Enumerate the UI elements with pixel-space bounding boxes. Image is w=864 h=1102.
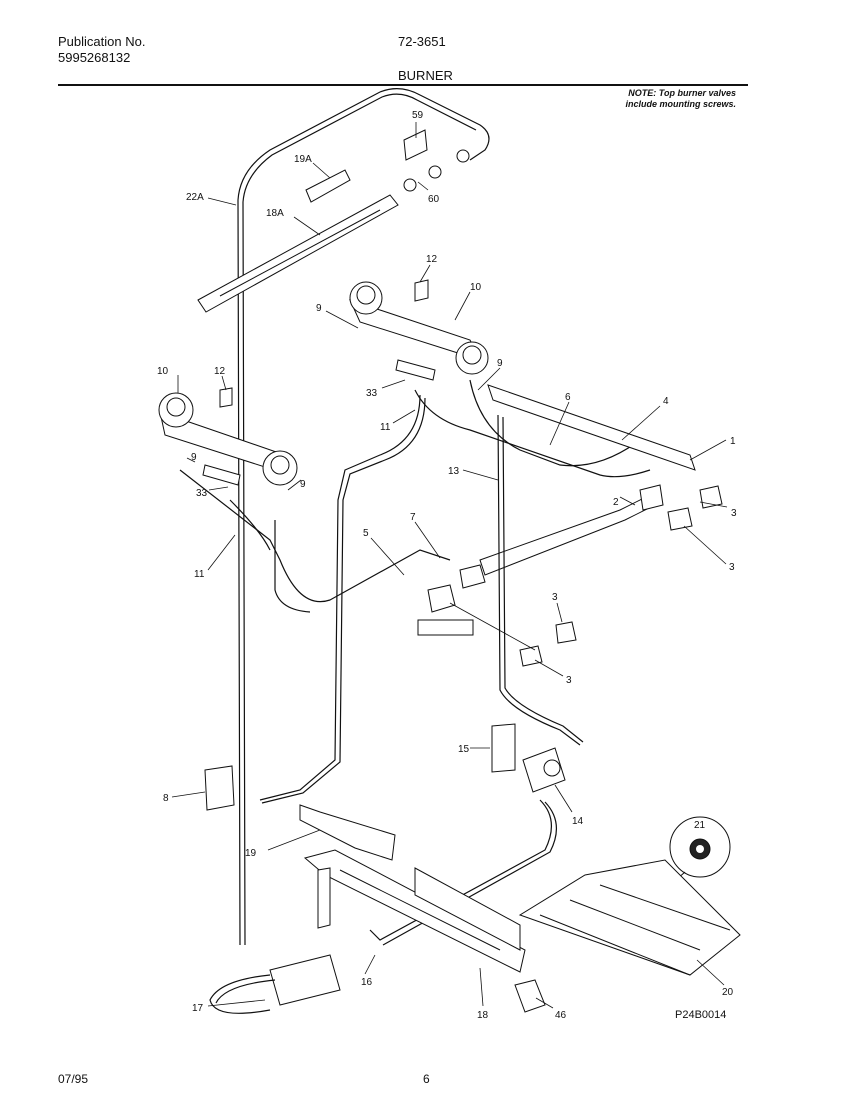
- callout-33-left: 33: [196, 488, 208, 499]
- tube-13: [497, 414, 581, 746]
- gas-tube-22a: [237, 88, 490, 946]
- callout-59: 59: [412, 110, 424, 121]
- part-19a: [305, 169, 351, 203]
- part-59: [403, 129, 428, 161]
- callout-9-upper: 9: [316, 303, 322, 314]
- part-19: [299, 804, 396, 861]
- callout-60: 60: [428, 194, 440, 205]
- publication-label: Publication No.: [58, 34, 146, 49]
- callout-labels: 59 19A 60 22A 18A 12 10 9 10 12 9 33 11 …: [157, 110, 737, 1021]
- header-rule: [58, 84, 748, 86]
- callout-4: 4: [663, 396, 669, 407]
- footer-page: 6: [423, 1072, 430, 1086]
- part-46: [514, 979, 546, 1013]
- callout-5: 5: [363, 528, 369, 539]
- callout-6: 6: [565, 392, 571, 403]
- part-8: [204, 765, 235, 811]
- callout-3-topright: 3: [731, 508, 737, 519]
- note-text: NOTE: Top burner valves include mounting…: [590, 88, 736, 110]
- callout-9-mid: 9: [497, 358, 503, 369]
- callout-3-mid: 3: [552, 592, 558, 603]
- note-line-1: NOTE: Top burner valves: [628, 88, 736, 98]
- callout-12-left: 12: [214, 366, 226, 377]
- callout-22a: 22A: [186, 192, 204, 203]
- footer-date: 07/95: [58, 1072, 89, 1086]
- callout-20: 20: [722, 987, 734, 998]
- callout-19: 19: [245, 848, 257, 859]
- callout-14: 14: [572, 816, 584, 827]
- callout-7: 7: [410, 512, 416, 523]
- callout-18: 18: [477, 1010, 489, 1021]
- igniter-bar-18a: [197, 194, 399, 313]
- tube-11: [259, 394, 421, 801]
- manifold-pipe: [487, 384, 696, 471]
- callout-15: 15: [458, 744, 470, 755]
- callout-21: 21: [694, 820, 706, 831]
- callout-18a: 18A: [266, 208, 284, 219]
- callout-19a: 19A: [294, 154, 312, 165]
- model-number: 72-3651: [398, 34, 446, 49]
- callout-13: 13: [448, 466, 460, 477]
- leader-lines: [171, 122, 728, 1009]
- callout-46: 46: [555, 1010, 567, 1021]
- callout-10-left: 10: [157, 366, 169, 377]
- callout-3-right: 3: [729, 562, 735, 573]
- callout-12-upper: 12: [426, 254, 438, 265]
- callout-9-left: 9: [191, 452, 197, 463]
- callout-17: 17: [192, 1003, 204, 1014]
- callout-33-upper: 33: [366, 388, 378, 399]
- callout-16: 16: [361, 977, 373, 988]
- callout-9-left2: 9: [300, 479, 306, 490]
- section-title: BURNER: [398, 68, 453, 83]
- flame-spreader-20: [518, 859, 741, 976]
- publication-number: 5995268132: [58, 50, 131, 65]
- callout-11-upper: 11: [380, 422, 391, 433]
- callout-2: 2: [613, 497, 619, 508]
- callout-3-lower: 3: [566, 675, 572, 686]
- note-line-2: include mounting screws.: [625, 99, 736, 109]
- oven-valve-17: [269, 954, 341, 1006]
- callout-11-left: 11: [194, 569, 205, 580]
- drawing-id: P24B0014: [675, 1009, 726, 1021]
- callout-8: 8: [163, 793, 169, 804]
- callout-1: 1: [730, 436, 736, 447]
- callout-10-upper: 10: [470, 282, 482, 293]
